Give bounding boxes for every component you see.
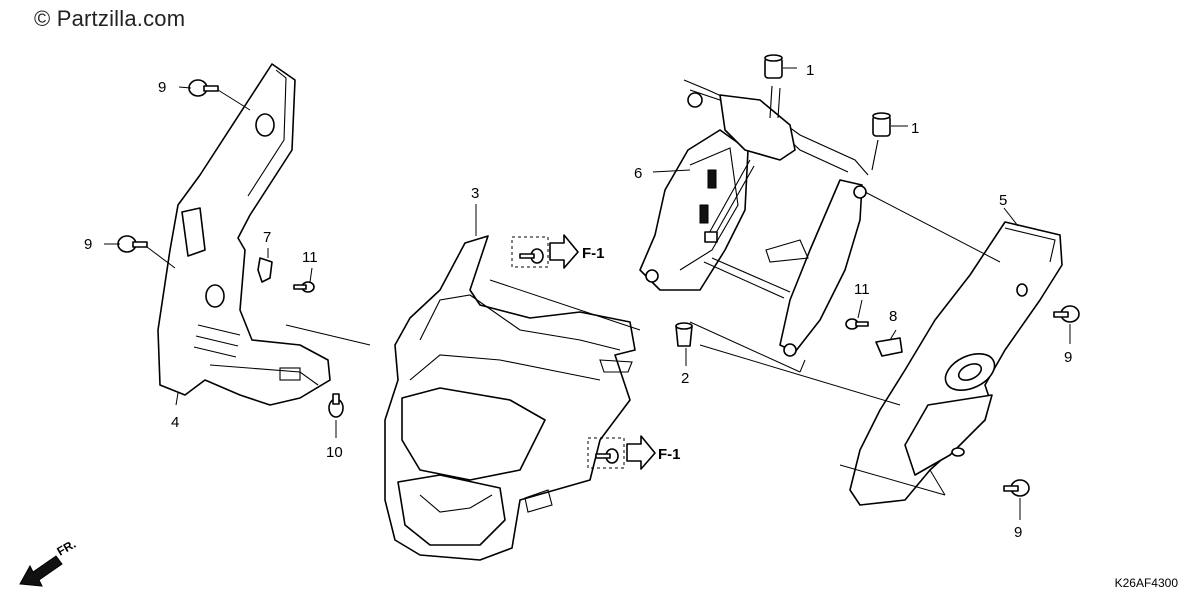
callout-numbers: 1 1 2 3 4 5 6 7 8 9 9 9 9 10 11 11 [84, 62, 1072, 541]
part-9-screw-c[interactable] [1053, 305, 1080, 323]
callout-2: 2 [681, 370, 689, 387]
part-10-bolt[interactable] [328, 393, 344, 418]
part-9-screw-a[interactable] [188, 79, 219, 97]
part-4-left-cover[interactable] [157, 63, 331, 406]
front-direction-label: FR. [55, 537, 79, 559]
callout-1: 1 [806, 62, 814, 79]
front-direction-arrow-icon [19, 555, 63, 587]
reference-f1-lower: F-1 [587, 435, 681, 470]
watermark: © Partzilla.com [34, 6, 186, 31]
headlight-bracket[interactable] [683, 79, 879, 357]
cowl-screw-lower[interactable] [595, 448, 619, 464]
reference-arrow-icon [549, 234, 579, 269]
callout-4: 4 [171, 414, 179, 431]
callout-1: 1 [911, 120, 919, 137]
front-direction-indicator: FR. [19, 537, 79, 587]
part-2-collar[interactable] [675, 322, 693, 347]
reference-arrow-icon [626, 435, 656, 470]
cowl-screw-upper[interactable] [519, 248, 544, 264]
part-8-clip[interactable] [875, 337, 903, 357]
part-11-bolt-a[interactable] [293, 281, 315, 293]
part-9-screw-b[interactable] [117, 235, 148, 253]
part-11-bolt-b[interactable] [845, 318, 869, 330]
part-9-screw-d[interactable] [1003, 479, 1030, 497]
part-7-clip[interactable] [257, 257, 273, 283]
callout-10: 10 [326, 444, 343, 461]
callout-6: 6 [634, 165, 642, 182]
callout-11: 11 [854, 281, 870, 298]
callout-3: 3 [471, 185, 479, 202]
callout-5: 5 [999, 192, 1007, 209]
diagram-code: K26AF4300 [1114, 576, 1178, 590]
callout-11: 11 [302, 249, 318, 266]
reference-f1-upper: F-1 [511, 234, 605, 269]
reference-label-f1: F-1 [582, 245, 605, 262]
callout-9: 9 [84, 236, 92, 253]
callout-8: 8 [889, 308, 897, 325]
callout-7: 7 [263, 229, 271, 246]
callout-9: 9 [1014, 524, 1022, 541]
part-6-inner-stay[interactable] [639, 129, 749, 291]
part-1-grommet-a[interactable] [764, 54, 783, 79]
callout-9: 9 [1064, 349, 1072, 366]
part-3-front-cowl[interactable] [384, 235, 636, 561]
part-5-right-cover[interactable] [849, 221, 1063, 506]
reference-label-f1: F-1 [658, 446, 681, 463]
callout-9: 9 [158, 79, 166, 96]
part-1-grommet-b[interactable] [872, 112, 891, 137]
leader-lines [104, 67, 1071, 520]
